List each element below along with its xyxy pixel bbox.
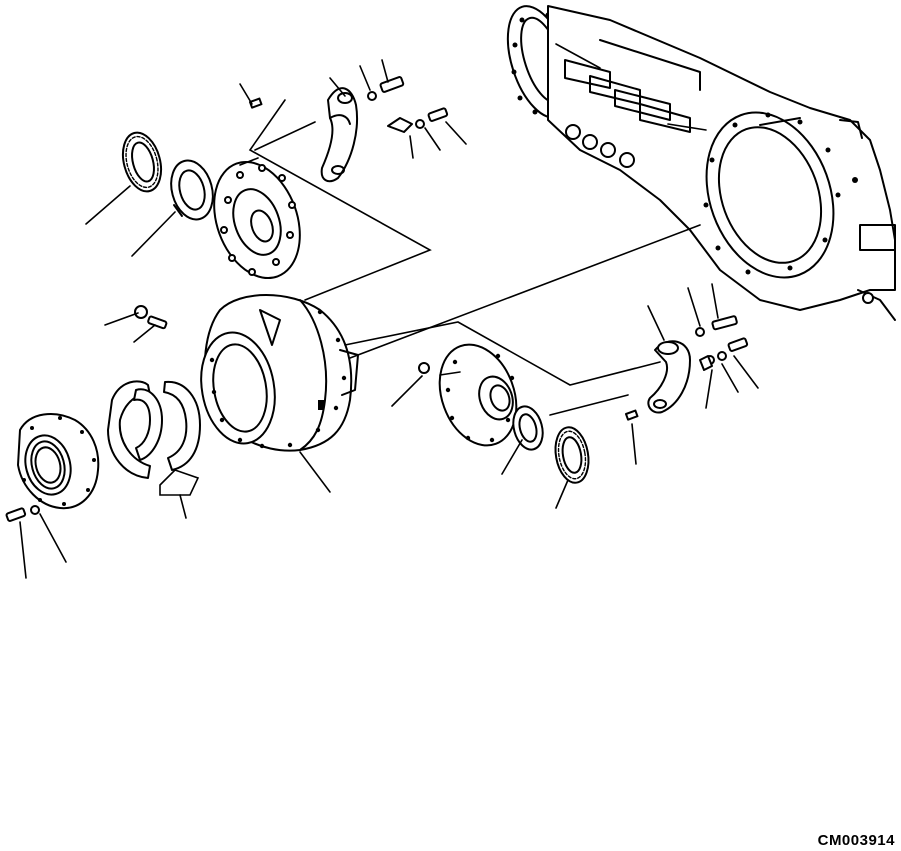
lock-plate-left [387, 107, 449, 133]
oil-seal-left [170, 159, 214, 221]
bolt-cap-left [367, 76, 405, 101]
bearing-cap-left [320, 87, 358, 183]
nut-right [418, 362, 430, 374]
bolt-hub-left [5, 505, 40, 522]
wheel-hub-left [17, 413, 100, 510]
figure-code: CM003914 [817, 832, 895, 849]
bolts-cap-right [695, 315, 749, 371]
pin-left [249, 97, 263, 109]
assembly-guide-lines [159, 99, 701, 496]
ring-nut-left [121, 131, 163, 193]
hub-flange-left [213, 160, 301, 280]
hub-housing [200, 294, 359, 452]
brake-segments [107, 380, 201, 479]
oil-seal-right [512, 405, 544, 451]
bearing-cap-right [647, 340, 691, 414]
pin-right [624, 409, 639, 421]
ring-nut-right [554, 426, 590, 484]
bolt-housing-left [134, 305, 168, 330]
hub-flange-right [438, 343, 518, 447]
callout-leaders [19, 43, 759, 579]
axle-housing [506, 5, 896, 321]
